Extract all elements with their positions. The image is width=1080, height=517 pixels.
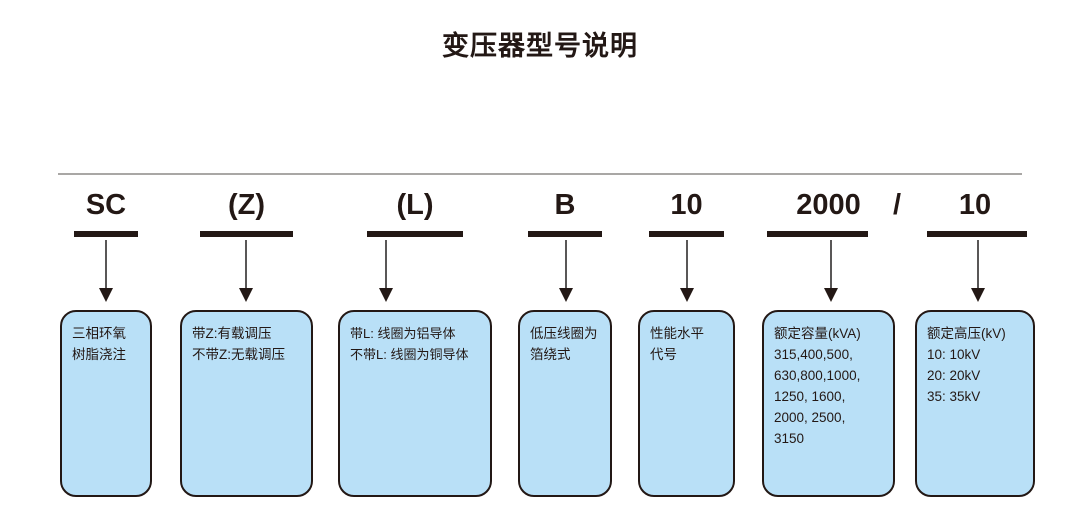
description-line: 1250, 1600,	[774, 389, 846, 404]
code-underline-1	[200, 231, 293, 237]
code-label-5: 2000	[796, 189, 861, 221]
description-line: 不带L: 线圈为铜导体	[350, 347, 469, 362]
description-line: 10: 10kV	[927, 347, 981, 362]
description-line: 性能水平	[650, 326, 704, 341]
description-line: 额定高压(kV)	[927, 326, 1006, 341]
code-segment-6: 10	[915, 186, 1035, 237]
code-segment-1: (Z)	[180, 186, 313, 237]
horizontal-rule	[58, 173, 1022, 175]
code-underline-0	[74, 231, 138, 237]
description-line: 低压线圈为	[530, 326, 598, 341]
description-box-5: 额定容量(kVA) 315,400,500, 630,800,1000, 125…	[762, 310, 895, 497]
description-line: 带Z:有载调压	[192, 326, 272, 341]
code-label-2: (L)	[396, 189, 434, 221]
description-line: 代号	[650, 347, 677, 362]
page-title: 变压器型号说明	[442, 31, 638, 61]
code-underline-2	[367, 231, 463, 237]
code-segment-2: (L)	[338, 186, 492, 237]
arrow-head-1	[239, 288, 253, 302]
code-underline-6	[927, 231, 1027, 237]
description-box-1: 带Z:有载调压 不带Z:无载调压	[180, 310, 313, 497]
arrow-down-4	[680, 240, 694, 302]
code-label-0: SC	[85, 189, 127, 221]
arrow-down-2	[379, 240, 393, 302]
description-line: 315,400,500,	[774, 347, 853, 362]
code-segment-3: B	[518, 186, 612, 237]
code-underline-3	[528, 231, 602, 237]
arrow-head-4	[680, 288, 694, 302]
arrow-stem-0	[105, 240, 107, 290]
description-line: 不带Z:无载调压	[192, 347, 285, 362]
description-line: 2000, 2500,	[774, 410, 846, 425]
code-segment-4: 10	[638, 186, 735, 237]
arrow-head-5	[824, 288, 838, 302]
description-line: 额定容量(kVA)	[774, 326, 861, 341]
code-label-6: 10	[958, 189, 992, 221]
arrow-down-3	[559, 240, 573, 302]
arrow-stem-6	[977, 240, 979, 290]
description-line: 三相环氧	[72, 326, 126, 341]
arrow-head-3	[559, 288, 573, 302]
description-line: 630,800,1000,	[774, 368, 861, 383]
description-line: 3150	[774, 431, 805, 446]
model-code-row: SC (Z) (L) B 10 2000 / 10	[0, 186, 1080, 246]
arrow-stem-2	[385, 240, 387, 290]
description-box-4: 性能水平 代号	[638, 310, 735, 497]
arrow-stem-3	[565, 240, 567, 290]
code-label-4: 10	[670, 189, 703, 221]
description-line: 带L: 线圈为铝导体	[350, 326, 456, 341]
arrow-head-2	[379, 288, 393, 302]
separator-slash: /	[893, 189, 902, 221]
arrow-down-1	[239, 240, 253, 302]
description-line: 35: 35kV	[927, 389, 981, 404]
description-box-0: 三相环氧 树脂浇注	[60, 310, 152, 497]
code-label-3: B	[554, 189, 576, 221]
code-label-1: (Z)	[227, 189, 266, 221]
description-line: 树脂浇注	[72, 347, 126, 362]
arrow-head-0	[99, 288, 113, 302]
code-underline-4	[649, 231, 724, 237]
description-box-3: 低压线圈为 箔绕式	[518, 310, 612, 497]
code-segment-0: SC	[60, 186, 152, 237]
description-line: 20: 20kV	[927, 368, 981, 383]
arrow-head-6	[971, 288, 985, 302]
code-segment-5: 2000	[762, 186, 895, 237]
arrow-down-5	[824, 240, 838, 302]
arrow-stem-5	[830, 240, 832, 290]
description-line: 箔绕式	[530, 347, 571, 362]
code-underline-5	[767, 231, 868, 237]
arrow-down-0	[99, 240, 113, 302]
arrow-down-6	[971, 240, 985, 302]
arrow-stem-1	[245, 240, 247, 290]
description-box-6: 额定高压(kV) 10: 10kV 20: 20kV 35: 35kV	[915, 310, 1035, 497]
description-box-2: 带L: 线圈为铝导体 不带L: 线圈为铜导体	[338, 310, 492, 497]
arrow-stem-4	[686, 240, 688, 290]
